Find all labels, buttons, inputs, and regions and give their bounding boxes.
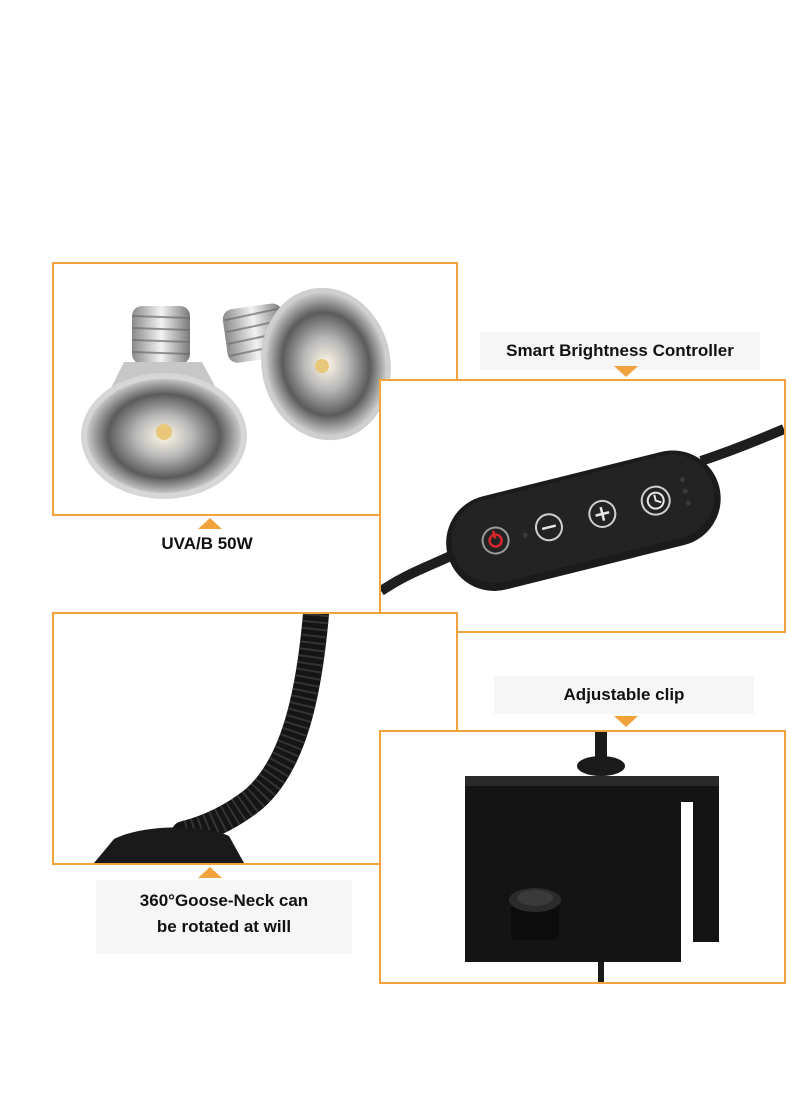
clip-pointer <box>614 716 638 727</box>
timer-icon[interactable] <box>639 484 673 518</box>
bulb-front <box>81 306 247 499</box>
controller-cable-out <box>699 424 784 466</box>
gooseneck-caption-line2: be rotated at will <box>156 917 292 936</box>
minus-icon[interactable] <box>533 511 565 543</box>
clip-body <box>465 776 719 962</box>
clip-image <box>465 732 719 982</box>
controller-pointer <box>614 366 638 377</box>
bulbs-caption: UVA/B 50W <box>161 534 253 553</box>
clip-panel <box>379 730 786 984</box>
gooseneck-image <box>94 614 329 863</box>
gooseneck-caption: 360°Goose-Neck can be rotated at will <box>96 880 352 954</box>
clip-caption: Adjustable clip <box>494 676 754 714</box>
power-icon[interactable] <box>480 525 512 557</box>
gooseneck-caption-line1: 360°Goose-Neck can <box>139 891 309 910</box>
clip-knob[interactable] <box>509 888 561 940</box>
controller-panel <box>379 379 786 633</box>
bulbs-image <box>81 287 391 499</box>
controller-image <box>381 424 784 596</box>
timer-indicators <box>522 477 691 538</box>
plus-icon[interactable] <box>587 498 619 530</box>
gooseneck-pointer <box>198 867 222 878</box>
controller-caption: Smart Brightness Controller <box>480 332 760 370</box>
bulbs-pointer <box>198 518 222 529</box>
lamp-base <box>94 827 244 863</box>
bulb-back <box>222 287 391 441</box>
